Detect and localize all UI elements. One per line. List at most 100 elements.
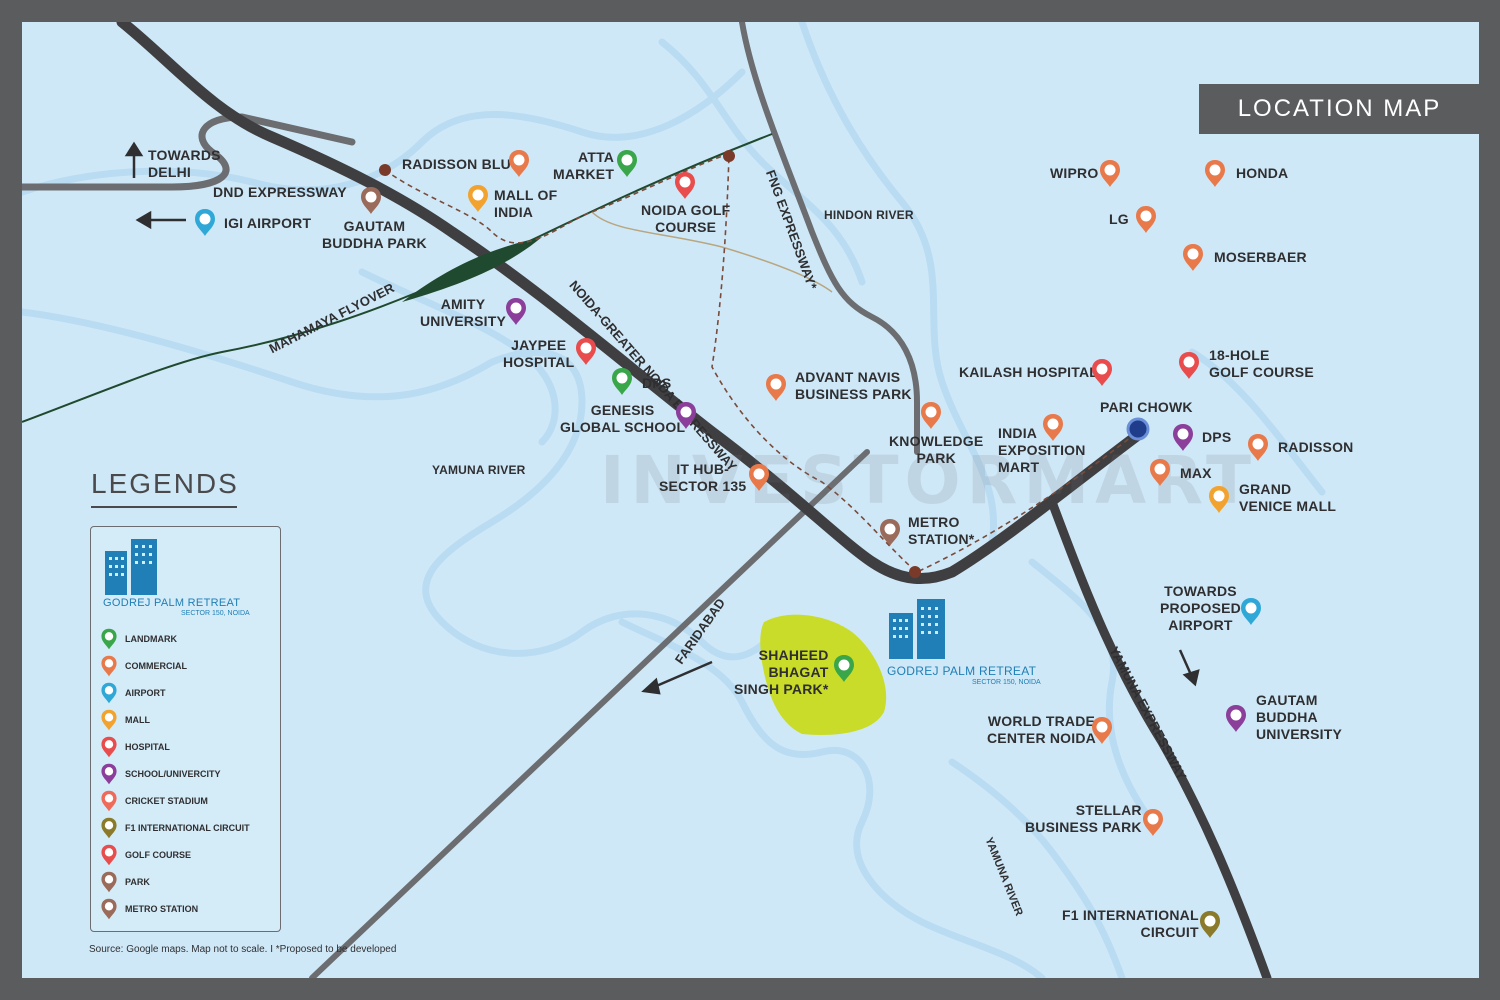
label-gautam-buddha-park: GAUTAM BUDDHA PARK	[322, 218, 427, 251]
legend-item: COMMERCIAL	[101, 655, 187, 677]
project-logo-map	[887, 597, 947, 664]
map-title: LOCATION MAP	[1199, 84, 1480, 134]
jaypee-hospital-pin[interactable]	[576, 338, 596, 365]
school-pin-icon	[101, 763, 117, 785]
golf-pin-icon	[101, 844, 117, 866]
legend-item-label: AIRPORT	[125, 688, 166, 698]
project-sector-legend: SECTOR 150, NOIDA	[181, 610, 250, 617]
minor-road	[591, 211, 833, 293]
grand-venice-mall-pin[interactable]	[1209, 486, 1229, 513]
metro-node-golf	[723, 150, 735, 162]
label-f1-circuit: F1 INTERNATIONAL CIRCUIT	[1062, 907, 1199, 940]
legend-item-label: COMMERCIAL	[125, 661, 187, 671]
igi-airport-pin[interactable]	[195, 209, 215, 236]
label-18-hole-golf-course: 18-HOLE GOLF COURSE	[1209, 347, 1314, 380]
project-logo-legend	[103, 537, 161, 600]
label-noida-golf-course: NOIDA GOLF COURSE	[641, 202, 731, 235]
moserbaer-pin[interactable]	[1183, 244, 1203, 271]
stellar-business-park-pin[interactable]	[1143, 809, 1163, 836]
india-expo-mart-pin[interactable]	[1043, 414, 1063, 441]
label-yamuna-river-1: YAMUNA RIVER	[432, 463, 526, 477]
airport-pin-icon	[101, 682, 117, 704]
legend-item-label: PARK	[125, 877, 150, 887]
building-icon	[105, 539, 157, 595]
metro-station-pin[interactable]	[880, 519, 900, 546]
f1-circuit-pin[interactable]	[1200, 911, 1220, 938]
label-dps-2: DPS	[1202, 429, 1232, 445]
legend-item-label: MALL	[125, 715, 150, 725]
kailash-hospital-pin[interactable]	[1092, 359, 1112, 386]
label-hindon-river: HINDON RIVER	[824, 208, 914, 222]
cricket-pin-icon	[101, 790, 117, 812]
hospital-pin-icon	[101, 736, 117, 758]
label-stellar-business-park: STELLAR BUSINESS PARK	[1025, 802, 1142, 835]
mall-of-india-pin[interactable]	[468, 185, 488, 212]
radisson-pin[interactable]	[1248, 434, 1268, 461]
gautam-buddha-university-pin[interactable]	[1226, 705, 1246, 732]
legend-item-label: F1 INTERNATIONAL CIRCUIT	[125, 823, 250, 833]
radisson-blu-pin[interactable]	[509, 150, 529, 177]
dnd-expressway-road	[22, 113, 356, 191]
dps-1-pin[interactable]	[612, 368, 632, 395]
shaheed-bhagat-singh-park-area	[760, 614, 887, 735]
label-shaheed-bhagat-singh-park: SHAHEED BHAGAT SINGH PARK*	[734, 647, 829, 697]
world-trade-center-pin[interactable]	[1092, 717, 1112, 744]
lg-pin[interactable]	[1136, 206, 1156, 233]
label-honda: HONDA	[1236, 165, 1289, 181]
genesis-global-school-pin[interactable]	[676, 402, 696, 429]
it-hub-pin[interactable]	[749, 464, 769, 491]
legend-item-label: HOSPITAL	[125, 742, 170, 752]
faridabad-road	[309, 449, 870, 978]
proposed-airport-pin[interactable]	[1241, 598, 1261, 625]
label-world-trade-center: WORLD TRADE CENTER NOIDA	[987, 713, 1096, 746]
legend-item-label: SCHOOL/UNIVERCITY	[125, 769, 221, 779]
dps-2-pin[interactable]	[1173, 424, 1193, 451]
legend-item: LANDMARK	[101, 628, 177, 650]
golf-18-hole-pin[interactable]	[1179, 352, 1199, 379]
atta-market-pin[interactable]	[617, 150, 637, 177]
project-name-map: GODREJ PALM RETREAT	[887, 664, 1037, 678]
noida-golf-course-pin[interactable]	[675, 172, 695, 199]
gautam-buddha-park-pin[interactable]	[361, 187, 381, 214]
building-icon	[889, 599, 945, 659]
label-gautam-buddha-university: GAUTAM BUDDHA UNIVERSITY	[1256, 692, 1343, 742]
advant-navis-pin[interactable]	[766, 374, 786, 401]
label-moserbaer: MOSERBAER	[1214, 249, 1307, 265]
legend-item: CRICKET STADIUM	[101, 790, 208, 812]
commercial-pin-icon	[101, 655, 117, 677]
watermark: INVESTORMART	[600, 442, 1258, 519]
legend-item-label: LANDMARK	[125, 634, 177, 644]
legend-item: GOLF COURSE	[101, 844, 191, 866]
knowledge-park-pin[interactable]	[921, 402, 941, 429]
metro-node-expressway	[909, 566, 921, 578]
mahamaya-flyover-road	[22, 133, 773, 423]
project-name-legend: GODREJ PALM RETREAT	[103, 597, 241, 609]
label-wipro: WIPRO	[1050, 165, 1099, 181]
legend-item: MALL	[101, 709, 150, 731]
wipro-pin[interactable]	[1100, 160, 1120, 187]
honda-pin[interactable]	[1205, 160, 1225, 187]
shaheed-bhagat-singh-park-pin[interactable]	[834, 655, 854, 682]
label-kailash-hospital: KAILASH HOSPITAL	[959, 364, 1099, 380]
max-pin[interactable]	[1150, 459, 1170, 486]
label-mall-of-india: MALL OF INDIA	[494, 187, 558, 220]
label-amity-university: AMITY UNIVERSITY	[420, 296, 507, 329]
metro-pin-icon	[101, 898, 117, 920]
landmark-pin-icon	[101, 628, 117, 650]
label-metro-station: METRO STATION*	[908, 514, 975, 547]
label-advant-navis: ADVANT NAVIS BUSINESS PARK	[795, 369, 912, 402]
label-genesis-global-school: GENESIS GLOBAL SCHOOL	[560, 402, 686, 435]
label-india-expo-mart: INDIA EXPOSITION MART	[998, 425, 1086, 475]
label-jaypee-hospital: JAYPEE HOSPITAL	[503, 337, 575, 370]
label-knowledge-park: KNOWLEDGE PARK	[889, 433, 984, 466]
legend-item-label: CRICKET STADIUM	[125, 796, 208, 806]
metro-node-radisson	[379, 164, 391, 176]
legend-item-label: METRO STATION	[125, 904, 199, 914]
noida-greater-noida-expressway-road	[116, 22, 1148, 585]
label-igi-airport: IGI AIRPORT	[224, 215, 312, 231]
label-towards-delhi: TOWARDS DELHI	[148, 147, 221, 180]
legend-item: AIRPORT	[101, 682, 166, 704]
amity-university-pin[interactable]	[506, 298, 526, 325]
direction-arrows	[124, 141, 1200, 695]
legend-item: PARK	[101, 871, 150, 893]
